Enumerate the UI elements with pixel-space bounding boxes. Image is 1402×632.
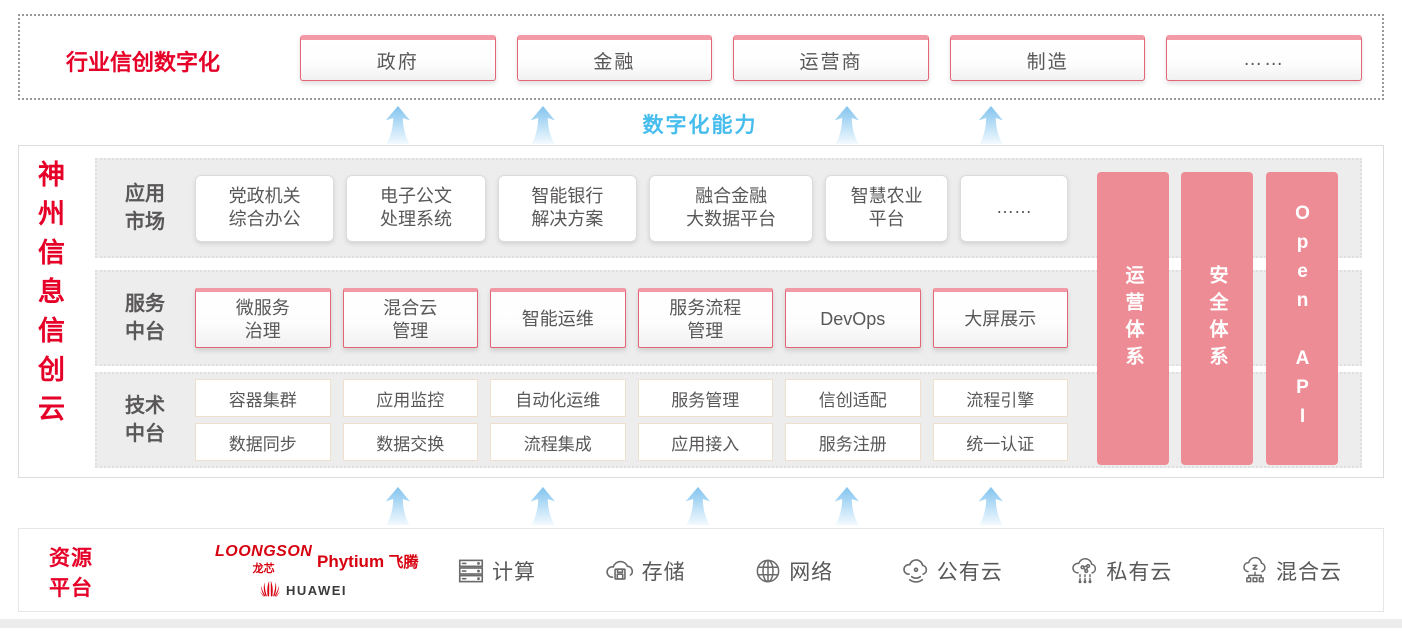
resource-item-public-cloud: 公有云 xyxy=(901,556,1003,586)
public-cloud-icon xyxy=(902,559,927,583)
app-item-more: …… xyxy=(960,174,1069,242)
tech-item: 数据交换 xyxy=(342,423,478,461)
app-market-label: 应用 市场 xyxy=(125,183,165,233)
resource-item-storage: 存储 xyxy=(604,556,686,586)
private-cloud-icon xyxy=(1072,558,1097,584)
huawei-logo-text: HUAWEI xyxy=(286,582,347,598)
sector-box-manufacturing: 制造 xyxy=(949,35,1146,81)
tech-item: 自动化运维 xyxy=(490,379,626,417)
resource-band: 资源 平台 LOONGSON 龙芯 Phytium 飞腾 xyxy=(18,528,1384,612)
up-arrow-icon xyxy=(530,487,555,525)
tech-items: 容器集群 数据同步 应用监控 数据交换 自动化运维 流程集成 服务管理 应用接入… xyxy=(195,379,1068,461)
sector-box-finance: 金融 xyxy=(516,35,713,81)
huawei-logo: HUAWEI xyxy=(259,580,347,600)
industry-band-title: 行业信创数字化 xyxy=(66,50,221,75)
bottom-divider xyxy=(0,619,1402,628)
app-item: 融合金融 大数据平台 xyxy=(649,174,814,242)
tech-item: 统一认证 xyxy=(932,423,1068,461)
resource-item-label: 计算 xyxy=(492,561,536,584)
network-icon xyxy=(756,559,780,583)
tech-platform-label: 技术 中台 xyxy=(125,395,165,445)
up-arrow-icon xyxy=(834,106,859,144)
compute-icon xyxy=(458,559,484,583)
up-arrow-icon xyxy=(385,487,410,525)
app-item: 党政机关 综合办公 xyxy=(195,174,335,242)
app-market-panel: 应用 市场 党政机关 综合办公 电子公文 处理系统 智能银行 解决方案 融合金融… xyxy=(95,158,1362,258)
resource-item-label: 网络 xyxy=(789,561,834,584)
tech-item: 应用接入 xyxy=(637,423,773,461)
sector-box-government: 政府 xyxy=(300,35,496,81)
up-arrow-icon xyxy=(530,106,555,144)
up-arrow-icon xyxy=(834,487,859,525)
service-platform-label: 服务 中台 xyxy=(125,293,165,343)
up-arrow-icon xyxy=(685,487,710,525)
loongson-logo-text: LOONGSON xyxy=(215,543,313,560)
resource-item-network: 网络 xyxy=(753,556,833,586)
resource-band-title: 资源 平台 xyxy=(49,547,93,601)
phytium-logo-cn: 飞腾 xyxy=(388,554,419,571)
app-item: 智慧农业 平台 xyxy=(825,174,949,242)
tech-item: 应用监控 xyxy=(342,379,478,417)
resource-item-hybrid-cloud: 混合云 xyxy=(1240,556,1342,586)
service-item: 服务流程 管理 xyxy=(637,288,773,348)
pillar-operations: 运营体系 xyxy=(1097,172,1169,465)
resource-item-label: 公有云 xyxy=(936,561,1003,584)
app-item: 智能银行 解决方案 xyxy=(497,174,638,242)
phytium-logo-text: Phytium xyxy=(317,552,385,571)
sector-box-more: …… xyxy=(1166,35,1362,81)
tech-item: 数据同步 xyxy=(195,423,331,461)
service-item: 微服务 治理 xyxy=(195,288,331,348)
loongson-logo: LOONGSON 龙芯 xyxy=(215,543,312,576)
pillar-open-api: Open API xyxy=(1266,172,1338,465)
tech-platform-panel: 技术 中台 容器集群 数据同步 应用监控 数据交换 自动化运维 流程集成 服务管… xyxy=(95,372,1362,468)
up-arrow-icon xyxy=(978,487,1003,525)
service-platform-panel: 服务 中台 微服务 治理 混合云 管理 智能运维 服务流程 管理 DevOps … xyxy=(95,270,1362,366)
tech-item: 信创适配 xyxy=(785,379,921,417)
loongson-logo-cn: 龙芯 xyxy=(252,563,275,575)
resource-item-private-cloud: 私有云 xyxy=(1070,556,1172,586)
sector-row: 政府 金融 运营商 制造 …… xyxy=(300,35,1362,81)
service-items: 微服务 治理 混合云 管理 智能运维 服务流程 管理 DevOps 大屏展示 xyxy=(195,288,1068,348)
industry-band: 行业信创数字化 政府 金融 运营商 制造 …… xyxy=(18,14,1384,100)
storage-icon xyxy=(605,560,633,580)
app-item: 电子公文 处理系统 xyxy=(346,174,486,242)
app-market-items: 党政机关 综合办公 电子公文 处理系统 智能银行 解决方案 融合金融 大数据平台… xyxy=(195,174,1069,242)
tech-item: 服务管理 xyxy=(637,379,773,417)
resource-item-compute: 计算 xyxy=(456,556,536,586)
tech-item: 服务注册 xyxy=(785,423,921,461)
tech-item: 流程集成 xyxy=(490,423,626,461)
platform-title: 神州信息信创云 xyxy=(34,160,64,433)
resource-items: 计算 存储 网络 xyxy=(456,529,1342,613)
pillar-security: 安全体系 xyxy=(1181,172,1253,465)
hybrid-cloud-icon xyxy=(1243,556,1266,583)
resource-item-label: 存储 xyxy=(641,561,686,584)
up-arrow-icon xyxy=(978,106,1003,144)
sector-box-operator: 运营商 xyxy=(733,35,929,81)
service-item: 智能运维 xyxy=(490,288,626,348)
huawei-flower-icon xyxy=(260,580,280,597)
service-item: 大屏展示 xyxy=(932,288,1068,348)
resource-item-label: 私有云 xyxy=(1106,561,1173,584)
resource-item-label: 混合云 xyxy=(1275,561,1342,584)
capability-label: 数字化能力 xyxy=(642,114,758,137)
service-item: DevOps xyxy=(785,288,921,348)
tech-item: 流程引擎 xyxy=(932,379,1068,417)
phytium-logo: Phytium 飞腾 xyxy=(317,551,419,572)
up-arrow-icon xyxy=(385,106,410,144)
service-item: 混合云 管理 xyxy=(342,288,478,348)
tech-item: 容器集群 xyxy=(195,379,331,417)
